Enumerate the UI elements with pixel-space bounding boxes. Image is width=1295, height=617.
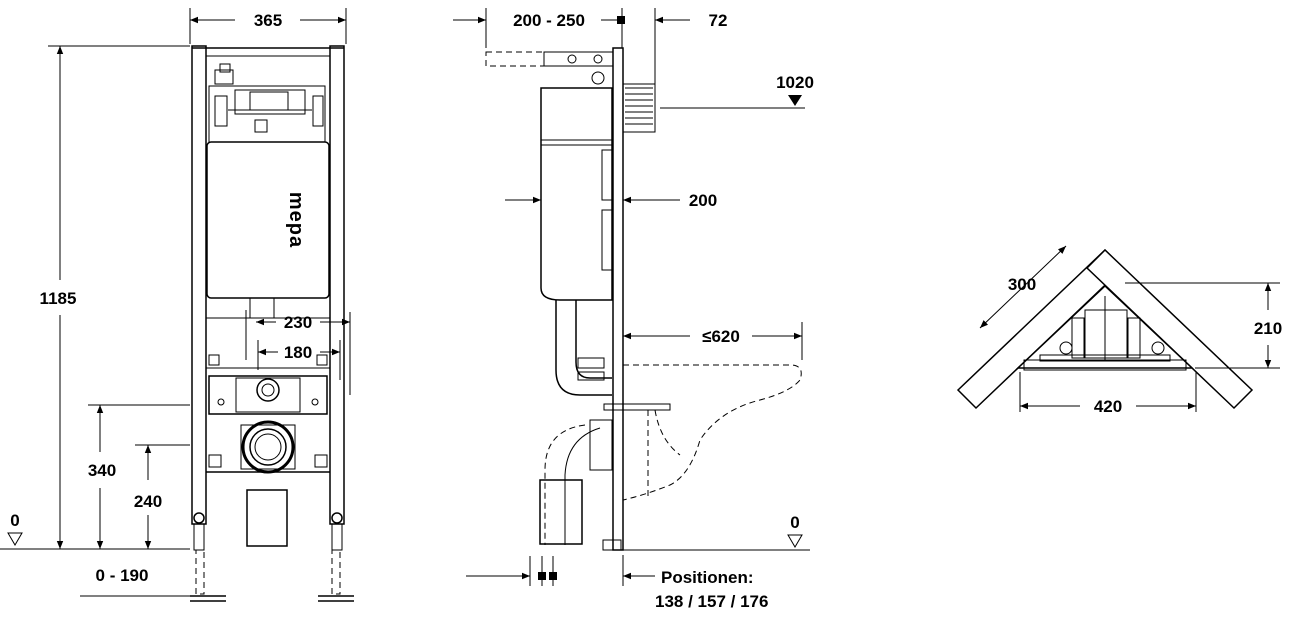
positions-title: Positionen:: [661, 568, 754, 587]
dimension-240: 240: [134, 492, 162, 511]
dimension-200-250: 200 - 250: [513, 11, 585, 30]
dimension-210: 210: [1254, 319, 1282, 338]
dimension-1185: 1185: [40, 289, 77, 308]
side-view: [485, 47, 802, 551]
corner-view-dimensions: 300 210 420: [979, 245, 1282, 416]
dimension-1020: 1020: [776, 73, 814, 92]
dimension-72: 72: [709, 11, 728, 30]
side-view-dimensions: 200 - 250 72 1020 200 ≤620 0 Positionen:…: [453, 8, 814, 611]
zero-level-label: 0: [10, 511, 19, 530]
manufacturer-logo: mepa: [285, 192, 307, 248]
front-view-dimensions: 365 1185 340 240 0 0 - 190 230 180: [0, 8, 351, 597]
dimension-420: 420: [1094, 397, 1122, 416]
dimension-180: 180: [284, 343, 312, 362]
dimension-200: 200: [689, 191, 717, 210]
dimension-340: 340: [88, 461, 116, 480]
dimension-230: 230: [284, 313, 312, 332]
dimension-300: 300: [1008, 275, 1036, 294]
side-zero-level-label: 0: [790, 513, 799, 532]
dimension-0-190: 0 - 190: [96, 566, 149, 585]
dimension-365: 365: [254, 11, 282, 30]
front-view: mepa: [190, 45, 354, 602]
connection-grid: [625, 87, 653, 125]
positions-values: 138 / 157 / 176: [655, 592, 768, 611]
dimension-max-620: ≤620: [702, 327, 740, 346]
corner-view: [956, 248, 1254, 410]
